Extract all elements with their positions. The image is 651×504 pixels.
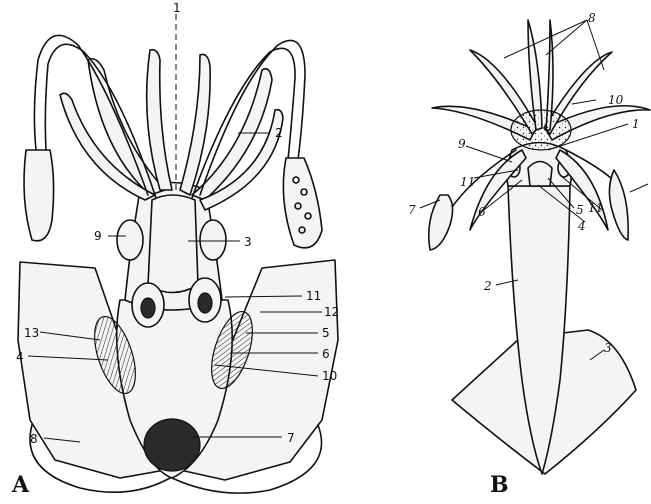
club-right <box>283 158 322 248</box>
label-b-6: 6 <box>478 205 486 219</box>
label-b-8: 8 <box>588 11 596 25</box>
label-b-10: 10 <box>608 93 624 107</box>
funnel <box>528 162 552 187</box>
ink-sac <box>144 419 200 471</box>
arm-base <box>511 110 571 150</box>
label-b-11-right: 11 <box>588 201 603 215</box>
figure-b-whole-squid: 8 10 1 9 11 11 5 4 6 7 2 3 B <box>408 11 650 498</box>
label-b-11-left: 11 <box>460 175 475 189</box>
panel-label-a: A <box>11 472 30 498</box>
figure-a-dissected-squid: 1 2 3 9 11 12 13 5 4 6 10 8 7 A <box>11 1 339 498</box>
arm-a3 <box>147 50 172 190</box>
lobe-left <box>117 220 143 260</box>
label-a-8: 8 <box>30 432 38 446</box>
lobe-right <box>200 220 226 260</box>
label-b-4: 4 <box>577 219 586 233</box>
panel-label-b: B <box>490 472 509 498</box>
label-b-7: 7 <box>408 203 416 217</box>
label-a-9: 9 <box>94 229 102 243</box>
eye-right-pupil <box>198 293 212 313</box>
arm-a4 <box>180 54 210 195</box>
label-a-7: 7 <box>287 431 295 445</box>
label-a-3: 3 <box>244 235 252 249</box>
club-right <box>609 170 628 240</box>
label-a-5: 5 <box>322 326 330 340</box>
eye-left-pupil <box>141 298 155 318</box>
label-b-9: 9 <box>458 137 466 151</box>
label-b-3: 3 <box>604 341 612 355</box>
label-b-1: 1 <box>632 117 640 131</box>
label-b-2: 2 <box>483 279 492 293</box>
label-a-2: 2 <box>275 126 283 140</box>
label-a-1: 1 <box>173 1 181 15</box>
label-a-13: 13 <box>24 326 39 340</box>
funnel <box>148 195 198 293</box>
label-a-6: 6 <box>322 347 330 361</box>
label-b-5: 5 <box>576 203 584 217</box>
label-a-10: 10 <box>322 369 337 383</box>
club-left <box>24 150 54 241</box>
label-a-4: 4 <box>16 350 24 364</box>
label-a-11: 11 <box>306 289 321 303</box>
label-a-12: 12 <box>324 305 339 319</box>
